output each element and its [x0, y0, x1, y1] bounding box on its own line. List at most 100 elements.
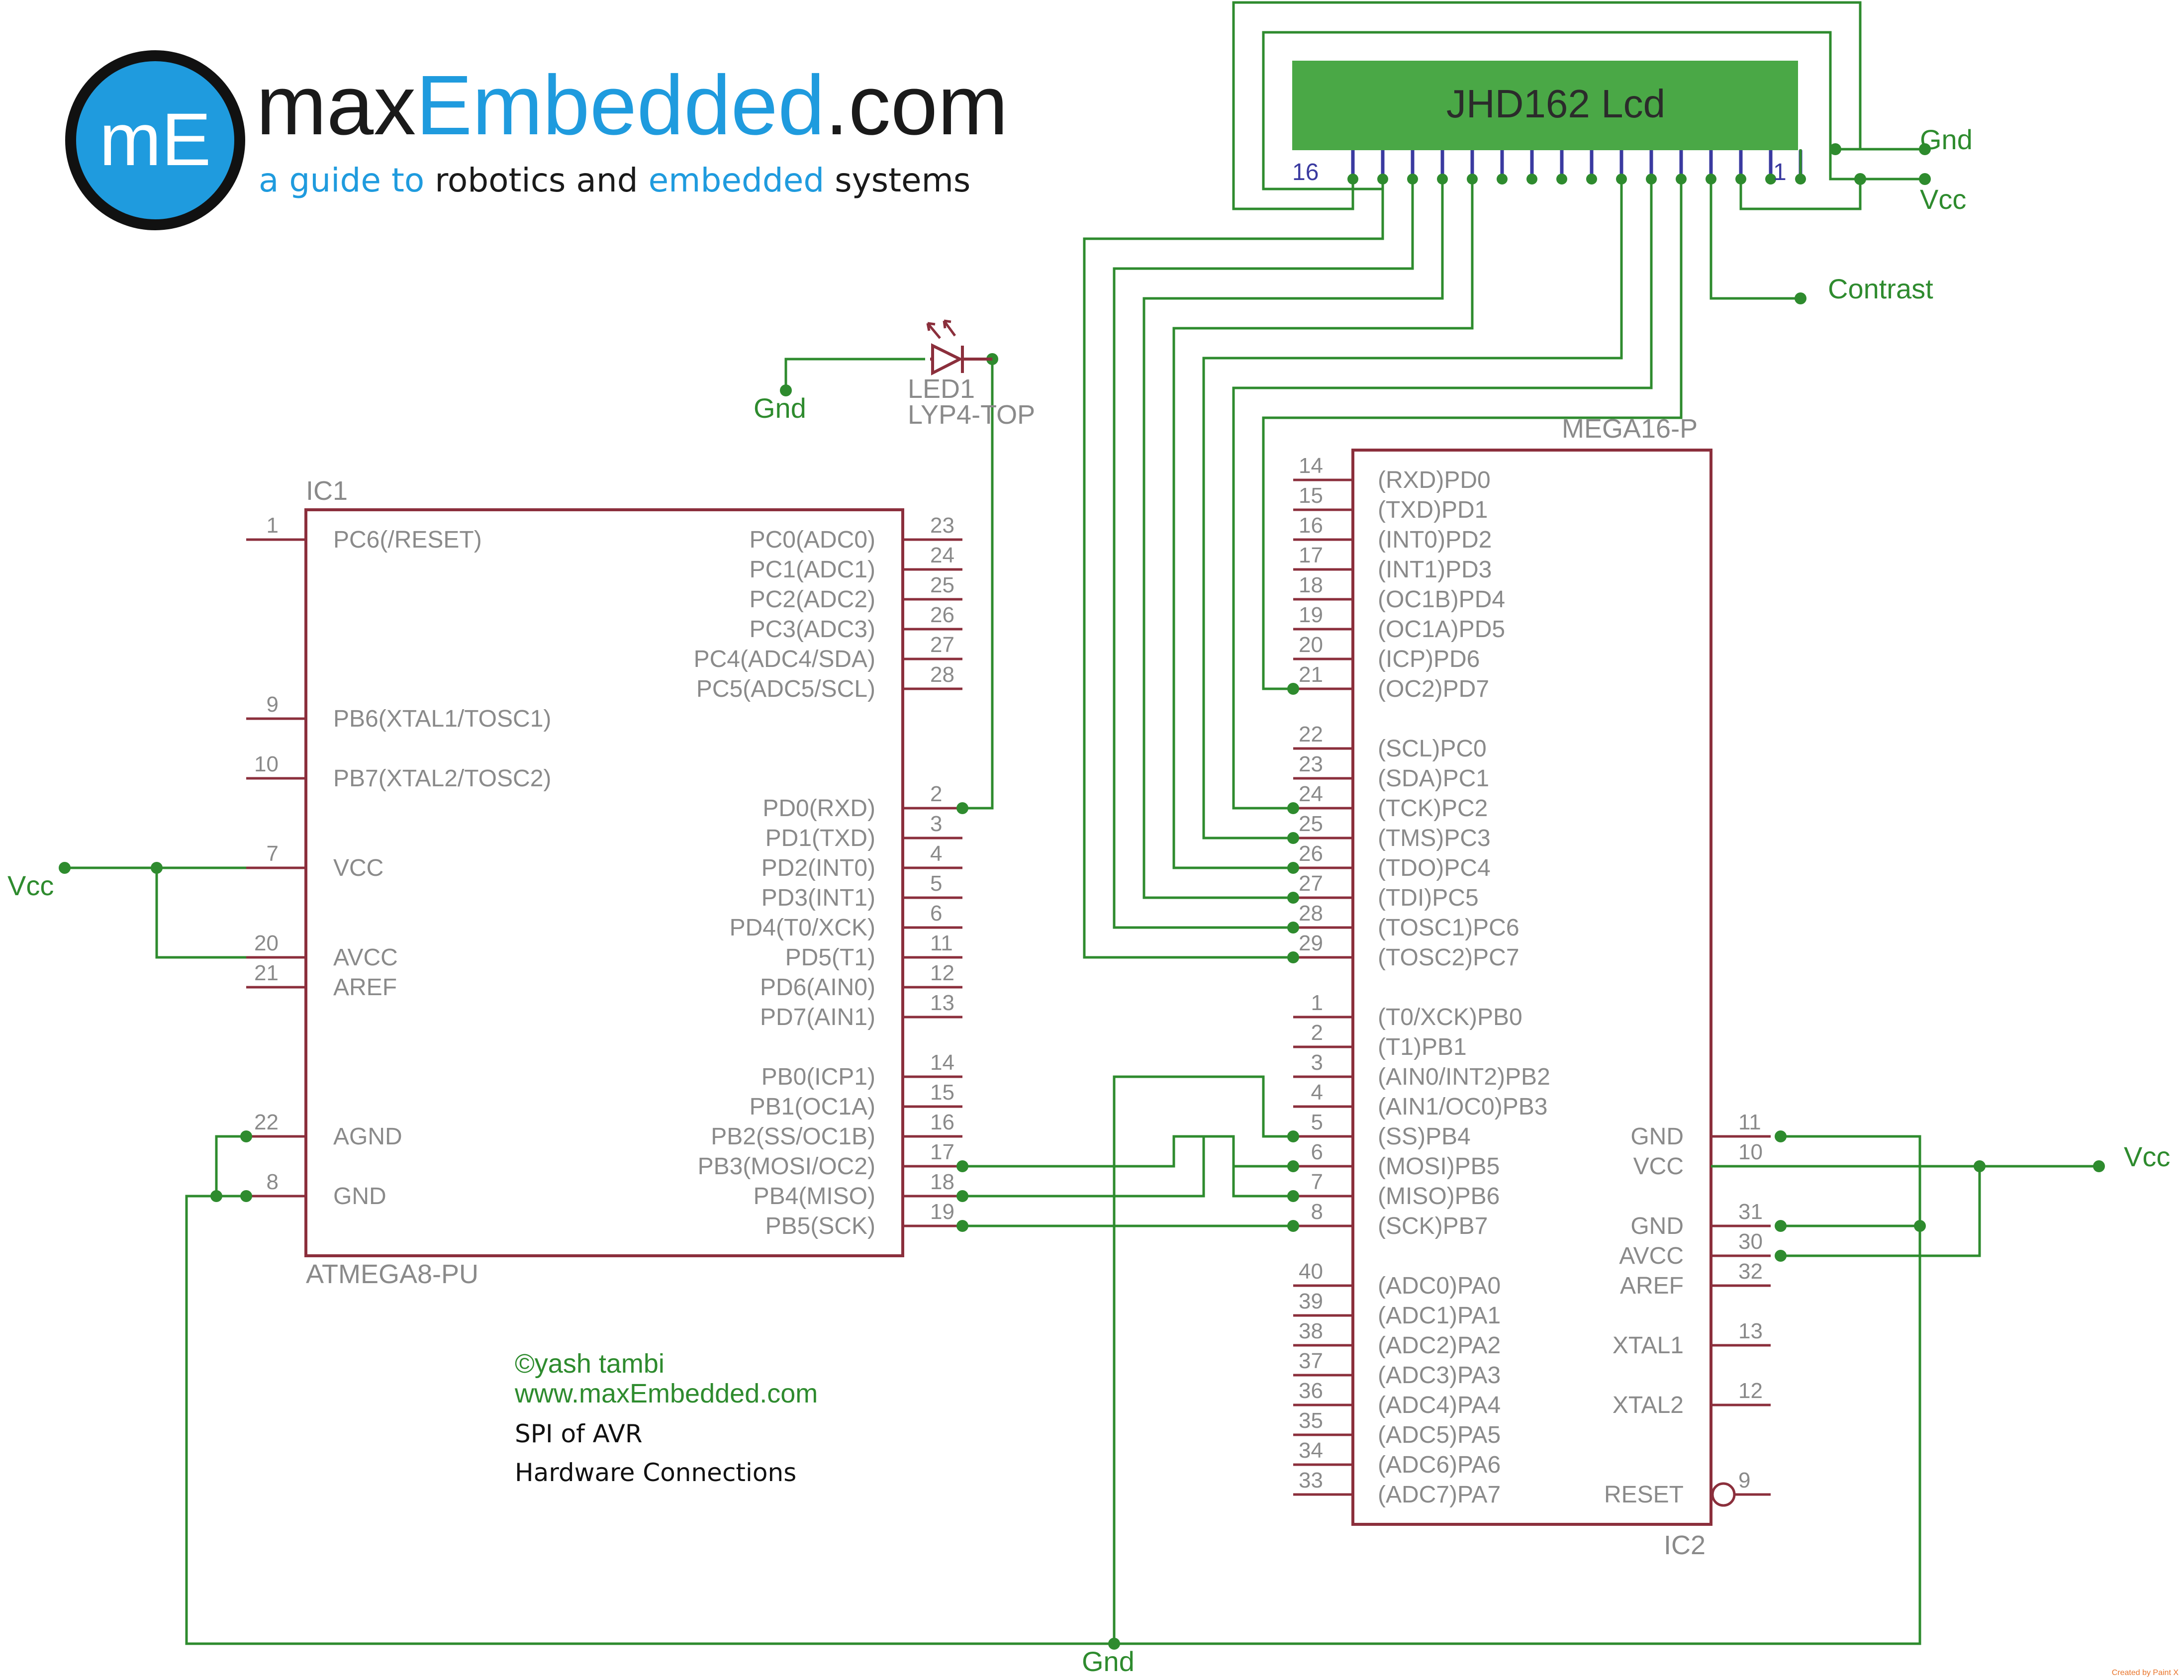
led-emission-arrows-icon: [926, 319, 956, 339]
ic1-label-pb6-xtal1-tosc1: PB6(XTAL1/TOSC1): [333, 706, 551, 732]
ic1-body: [304, 508, 904, 1257]
ic1-pin-3-number: 3: [930, 812, 942, 836]
wire-lcd-d6: [1113, 179, 1414, 929]
ic1-pin-2-number: 2: [930, 782, 942, 806]
ic2-label-tms-pc3: (TMS)PC3: [1378, 825, 1491, 851]
tagline-part-4: systems: [835, 161, 970, 199]
ic1-pin-28-number: 28: [930, 662, 954, 687]
brand-logo: mE: [65, 50, 245, 230]
junction-gnd-bottom: [1108, 1638, 1120, 1650]
ic2-label-sda-pc1: (SDA)PC1: [1378, 765, 1489, 792]
ic2-label-gnd-11: GND: [1630, 1123, 1684, 1150]
ic1-label-pb5-sck: PB5(SCK): [765, 1213, 875, 1239]
wire-lcd-d5: [1142, 179, 1444, 899]
ic1-label-pb4-miso: PB4(MISO): [754, 1183, 875, 1210]
ic2-label-adc1-pa1: (ADC1)PA1: [1378, 1303, 1501, 1329]
ic2-label-adc2-pa2: (ADC2)PA2: [1378, 1332, 1501, 1359]
junction-lcd-vcc: [1854, 173, 1866, 185]
ic2-label-vcc-10: VCC: [1633, 1153, 1684, 1180]
spi-wiring: [962, 1075, 2099, 1644]
wire-ic2-avcc: [1781, 1166, 1981, 1257]
ic2-label-ain1-oc0-pb3: (AIN1/OC0)PB3: [1378, 1094, 1547, 1120]
junction-pc2: [1287, 802, 1299, 814]
credit-line-2: Hardware Connections: [515, 1458, 796, 1487]
junction-gnd-rail: [1914, 1220, 1926, 1232]
ic2-pin-13-number: 13: [1738, 1319, 1763, 1343]
junction-pc5: [1287, 892, 1299, 904]
ic2-pin-15-number: 15: [1299, 483, 1323, 508]
ic1-pin-17-number: 17: [930, 1140, 954, 1164]
ic2-pin-39-number: 39: [1299, 1289, 1323, 1313]
ic2-pin-32-number: 32: [1738, 1259, 1763, 1284]
junction-gnd-1: [210, 1190, 222, 1202]
ic1-ref: IC1: [306, 476, 348, 506]
logo-circle: [65, 50, 245, 230]
ic1-pin-10-number: 10: [254, 752, 279, 776]
junction-pc7: [1287, 951, 1299, 963]
lcd-vcc-net: Vcc: [1920, 184, 1966, 215]
ic2-body: [1351, 449, 1712, 1526]
ic1-label-pc1-adc1: PC1(ADC1): [750, 557, 875, 583]
ic2-right-pins: 11GND10VCC31GND30AVCC32AREF13XTAL112XTAL…: [1604, 1110, 1771, 1508]
ic2-label-adc7-pa7: (ADC7)PA7: [1378, 1482, 1501, 1508]
credit-site: www.maxEmbedded.com: [514, 1379, 818, 1408]
brand-name-suffix: .com: [825, 58, 1008, 153]
led-part: LYP4-TOP: [908, 400, 1035, 430]
ic2-label-oc2-pd7: (OC2)PD7: [1378, 676, 1489, 702]
ic1-label-aref: AREF: [333, 974, 397, 1001]
junction-lcd-contrast: [1795, 292, 1806, 304]
ic2-label-ss-pb4: (SS)PB4: [1378, 1123, 1471, 1150]
junction-lcd-vcc-end: [1919, 173, 1931, 185]
ic1-pin-11-number: 11: [930, 931, 953, 955]
ic2-pin-5-number: 5: [1311, 1110, 1323, 1134]
junction-led-gnd: [780, 384, 792, 396]
ic1-left-pins: 1PC6(/RESET)9PB6(XTAL1/TOSC1)10PB7(XTAL2…: [246, 513, 551, 1210]
ic2-pin-6-number: 6: [1311, 1140, 1323, 1164]
ic2-pin-24-number: 24: [1299, 782, 1323, 806]
lcd-module: JHD162 Lcd 16 1: [1292, 61, 1806, 186]
junction-agnd: [240, 1130, 252, 1142]
wire-spi-miso-2: [1204, 1135, 1293, 1198]
ic2-left-pins: 14(RXD)PD015(TXD)PD116(INT0)PD217(INT1)P…: [1293, 454, 1550, 1508]
ic2-label-adc4-pa4: (ADC4)PA4: [1378, 1392, 1501, 1418]
ic2-pin-16-number: 16: [1299, 513, 1323, 538]
ic1-label-pc2-adc2: PC2(ADC2): [750, 586, 875, 613]
junction-ic2-gnd31: [1775, 1220, 1787, 1232]
ic1-pin-18-number: 18: [930, 1170, 954, 1194]
ic2-pin-28-number: 28: [1299, 901, 1323, 926]
credit-author: ©yash tambi: [515, 1349, 665, 1379]
wire-ic1-gnd: [185, 1195, 1921, 1645]
ic1-pin-19-number: 19: [930, 1200, 954, 1224]
wire-lcd-e: [1202, 179, 1623, 840]
ic2-mega16: MEGA16-P IC2 14(RXD)PD015(TXD)PD116(INT0…: [1293, 414, 1771, 1560]
ic1-label-pd2-int0: PD2(INT0): [761, 855, 875, 881]
junction-pd7: [1287, 683, 1299, 695]
ic2-pin-17-number: 17: [1299, 543, 1323, 567]
ic2-label-miso-pb6: (MISO)PB6: [1378, 1183, 1500, 1210]
ic1-label-pc5-adc5-scl: PC5(ADC5/SCL): [696, 676, 875, 702]
ic2-pin-11-number: 11: [1738, 1110, 1761, 1134]
ic2-pin-9-number: 9: [1738, 1468, 1750, 1493]
ic1-label-pc4-adc4-sda: PC4(ADC4/SDA): [694, 646, 875, 672]
ic2-label-txd-pd1: (TXD)PD1: [1378, 497, 1488, 523]
ic1-label-pc0-adc0: PC0(ADC0): [750, 527, 875, 553]
ic2-label-oc1b-pd4: (OC1B)PD4: [1378, 586, 1505, 613]
ic1-label-pd7-ain1: PD7(AIN1): [760, 1004, 875, 1030]
ic1-label-avcc: AVCC: [333, 944, 398, 971]
junction-vcc-rail: [1974, 1160, 1986, 1172]
junction-miso-2: [1287, 1190, 1299, 1202]
ic1-pin-1-number: 1: [267, 513, 279, 538]
junction-ic2-avcc: [1775, 1250, 1787, 1262]
lcd-pin-11-dot: [1497, 174, 1508, 185]
brand-name-highlight: Embedded: [416, 58, 825, 153]
ic1-pin-5-number: 5: [930, 871, 942, 896]
wire-ic2-gnd11: [1781, 1135, 1921, 1226]
lcd-pin-1-label: 1: [1773, 159, 1787, 186]
credit-line-1: SPI of AVR: [515, 1419, 643, 1448]
lcd-display: [1292, 61, 1798, 150]
led-component: Gnd LED1 LYP4-TOP: [754, 319, 1035, 810]
lcd-pin-10-dot: [1526, 174, 1537, 185]
tagline-part-2: robotics and: [435, 161, 638, 199]
ic2-label-oc1a-pd5: (OC1A)PD5: [1378, 616, 1505, 643]
ic2-label-adc5-pa5: (ADC5)PA5: [1378, 1422, 1501, 1448]
